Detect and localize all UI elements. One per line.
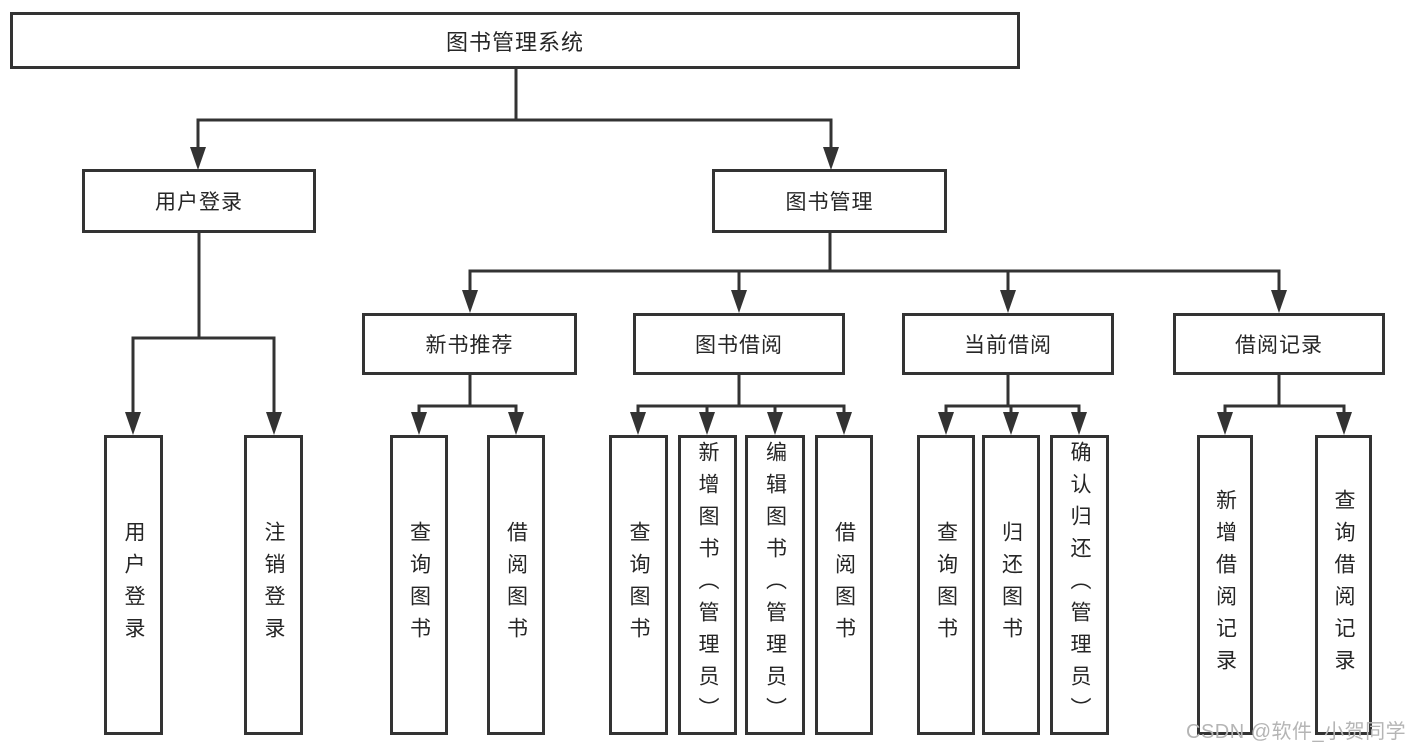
node-book-borrowing: 图书借阅	[633, 313, 845, 375]
node-book-management: 图书管理	[712, 169, 947, 233]
leaf-edit-books-admin: 编辑图书（管理员）	[745, 435, 805, 735]
node-user-login: 用户登录	[82, 169, 316, 233]
leaf-query-books-current: 查询图书	[917, 435, 975, 735]
node-new-book-recommendation: 新书推荐	[362, 313, 577, 375]
node-library-management-system: 图书管理系统	[10, 12, 1020, 69]
leaf-borrow-books: 借阅图书	[487, 435, 545, 735]
leaf-confirm-return-admin: 确认归还（管理员）	[1050, 435, 1109, 735]
leaf-return-books: 归还图书	[982, 435, 1040, 735]
leaf-add-books-admin: 新增图书（管理员）	[678, 435, 737, 735]
leaf-logout: 注销登录	[244, 435, 303, 735]
node-current-borrowing: 当前借阅	[902, 313, 1114, 375]
leaf-query-books-borrow: 查询图书	[609, 435, 668, 735]
leaf-user-login: 用户登录	[104, 435, 163, 735]
leaf-query-books: 查询图书	[390, 435, 448, 735]
leaf-add-borrow-record: 新增借阅记录	[1197, 435, 1253, 735]
leaf-query-borrow-record: 查询借阅记录	[1315, 435, 1372, 735]
leaf-borrow-books-2: 借阅图书	[815, 435, 873, 735]
arrowheads	[125, 147, 1352, 435]
node-borrowing-records: 借阅记录	[1173, 313, 1385, 375]
csdn-watermark: CSDN @软件_小贺同学	[1186, 721, 1405, 743]
